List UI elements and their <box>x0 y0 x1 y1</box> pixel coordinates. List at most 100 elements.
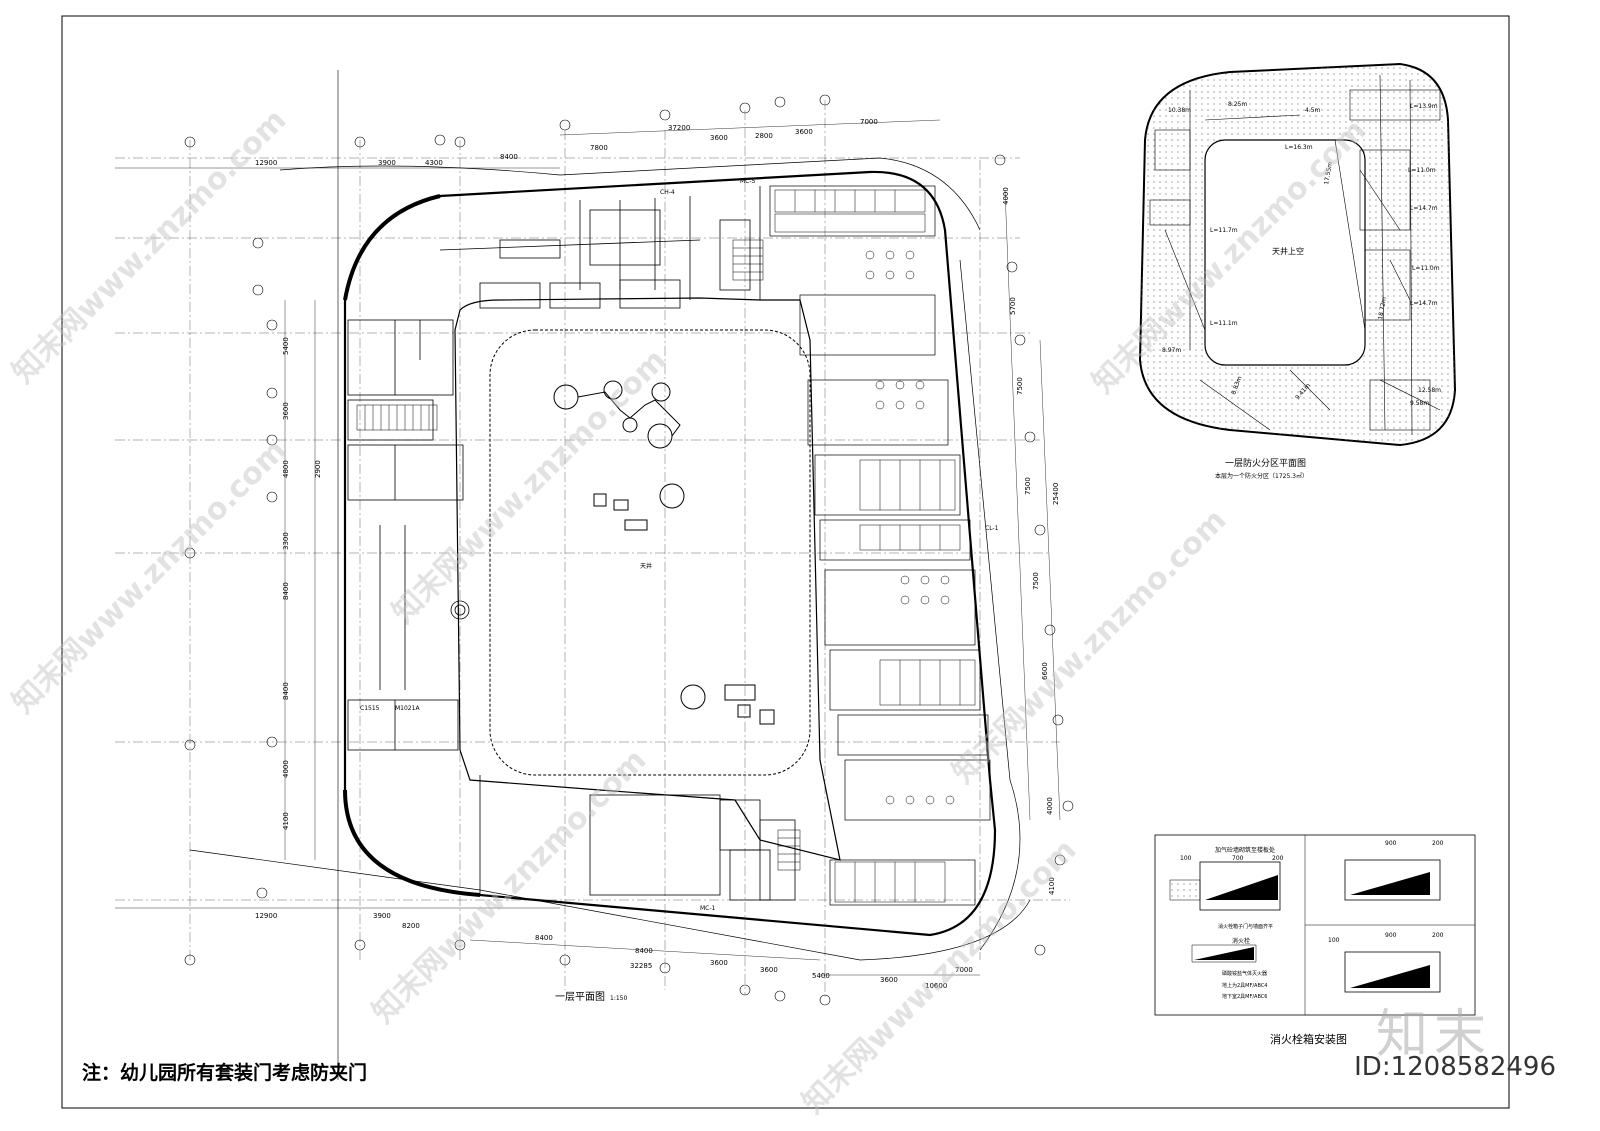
hydrant-dim-4: 200 <box>1432 840 1444 847</box>
main-floor-plan <box>115 94 1074 1006</box>
dim-bottom-8: 5400 <box>812 972 830 980</box>
dim-right-6: 6600 <box>1041 662 1049 680</box>
hydrant-text: 消火栓箱安装图 加气砼墙砌筑至楼板处 消火栓箱子门与墙面齐平 消火栓 磷酸铵盐气… <box>1180 840 1444 1046</box>
fire-dist-17: 12.58m <box>1418 387 1441 394</box>
west-wing-rooms <box>347 319 464 751</box>
dim-top-4: 37200 <box>668 124 690 132</box>
dim-bottom-2: 8200 <box>402 922 420 930</box>
main-plan-text: 一层平面图 1:150 天井 12900 3900 4300 8400 3720… <box>255 118 1060 1003</box>
dim-left-6: 8400 <box>282 682 290 700</box>
south-road <box>189 849 1031 961</box>
dim-left-7: 4000 <box>282 760 290 778</box>
dim-bottom-0: 12900 <box>255 912 277 920</box>
stairs <box>356 239 801 871</box>
grid-lines <box>115 100 1070 1000</box>
drawing-id: ID:1208582496 <box>1354 1052 1556 1082</box>
room-code-5: CL-1 <box>985 525 999 532</box>
dim-left-5: 8400 <box>282 582 290 600</box>
dim-bottom-10: 3600 <box>880 976 898 984</box>
dim-top-5: 3600 <box>710 134 728 142</box>
fire-dist-13: 17.55m <box>1323 161 1334 185</box>
main-plan-title: 一层平面图 <box>555 991 605 1003</box>
dimension-lines <box>115 119 1061 976</box>
fire-dist-5: L=16.3m <box>1285 144 1313 151</box>
courtyard <box>489 329 811 776</box>
hydrant-label-2: 消火栓 <box>1232 937 1250 945</box>
fire-dist-7: L=11.1m <box>1210 320 1238 327</box>
room-code-3: MC-5 <box>740 178 756 185</box>
room-code-1: M1021A <box>395 705 420 712</box>
dim-bottom-7: 3600 <box>760 966 778 974</box>
dim-top-0: 12900 <box>255 159 277 167</box>
fire-dist-10: 4.5m <box>1305 107 1321 114</box>
hydrant-dim-7: 200 <box>1432 932 1444 939</box>
hydrant-label-4: 地上为2具MF/ABC4 <box>1222 982 1268 989</box>
sheet-border <box>61 15 1510 1109</box>
east-road <box>959 259 1021 951</box>
fire-dist-2: L=14.7m <box>1410 205 1438 212</box>
dim-top-7: 3600 <box>795 128 813 136</box>
north-wing-rooms <box>439 186 761 309</box>
dim-left-4: 3300 <box>282 532 290 550</box>
dim-bottom-1: 3900 <box>373 912 391 920</box>
hydrant-dim-3: 900 <box>1385 840 1397 847</box>
hydrant-dim-2: 200 <box>1272 855 1284 862</box>
dim-right-1: 5700 <box>1009 297 1017 315</box>
dim-right-0: 4000 <box>1002 187 1010 205</box>
hydrant-dim-1: 700 <box>1232 855 1244 862</box>
hydrant-label-5: 地下室2具MF/ABC6 <box>1222 993 1268 1000</box>
fire-dist-16: 9.58m <box>1410 400 1429 407</box>
hydrant-label-0: 加气砼墙砌筑至楼板处 <box>1215 846 1275 854</box>
entrance-hall <box>379 525 470 690</box>
fire-zone-plan <box>1138 62 1457 447</box>
hydrant-dim-5: 100 <box>1328 937 1340 944</box>
fire-dist-11: 10.38m <box>1168 107 1191 114</box>
fire-dist-8: 8.97m <box>1162 347 1181 354</box>
fire-dist-0: L=13.9m <box>1410 103 1438 110</box>
dim-right-4: 7500 <box>1024 477 1032 495</box>
room-code-2: MC-1 <box>700 905 716 912</box>
east-wing-rooms <box>769 185 991 906</box>
dim-bottom-3: 8400 <box>535 934 553 942</box>
north-road <box>279 157 981 231</box>
main-plan-scale: 1:150 <box>610 995 627 1002</box>
hydrant-detail <box>1154 834 1476 1016</box>
dim-right-2: 7500 <box>1016 377 1024 395</box>
dim-top-9: 7800 <box>590 144 608 152</box>
fire-plan-subtitle: 本层为一个防火分区（1725.3㎡） <box>1215 472 1308 480</box>
room-code-0: C1515 <box>360 705 380 712</box>
fire-dist-3: L=11.0m <box>1412 265 1440 272</box>
fire-dist-12: 18.72m <box>1377 296 1388 320</box>
dim-left-8: 4100 <box>282 812 290 830</box>
dim-right-7: 4000 <box>1046 797 1054 815</box>
grid-bubbles <box>184 94 1074 1006</box>
design-note: 注：幼儿园所有套装门考虑防夹门 <box>82 1062 368 1084</box>
dim-bottom-6: 3600 <box>710 959 728 967</box>
dim-top-1: 3900 <box>378 159 396 167</box>
dim-right-3: 25400 <box>1052 483 1060 505</box>
table-clusters <box>865 250 955 805</box>
fire-dist-1: L=11.0m <box>1408 167 1436 174</box>
dim-right-8: 4100 <box>1048 877 1056 895</box>
bed-grid <box>774 189 976 903</box>
courtyard-label: 天井 <box>640 562 652 570</box>
hydrant-dim-0: 100 <box>1180 855 1192 862</box>
fire-dist-6: L=11.7m <box>1210 227 1238 234</box>
hydrant-dim-6: 900 <box>1385 932 1397 939</box>
fire-plan-atrium-label: 天井上空 <box>1272 246 1304 256</box>
dim-left-2: 4800 <box>282 460 290 478</box>
dim-bottom-9: 7000 <box>955 966 973 974</box>
fire-dist-9: 8.25m <box>1228 101 1247 108</box>
brand-logo: 知末 <box>1376 1005 1493 1065</box>
dim-left-1: 3600 <box>282 402 290 420</box>
hydrant-label-3: 磷酸铵盐气体灭火器 <box>1222 970 1267 977</box>
fire-plan-title: 一层防火分区平面图 <box>1225 457 1306 469</box>
dim-bottom-4: 8400 <box>635 947 653 955</box>
dim-top-6: 2800 <box>755 132 773 140</box>
dim-top-2: 4300 <box>425 159 443 167</box>
dim-top-8: 7000 <box>860 118 878 126</box>
room-code-4: CH-4 <box>660 189 675 196</box>
south-wing-rooms <box>479 775 796 901</box>
dim-left-0: 5400 <box>282 337 290 355</box>
